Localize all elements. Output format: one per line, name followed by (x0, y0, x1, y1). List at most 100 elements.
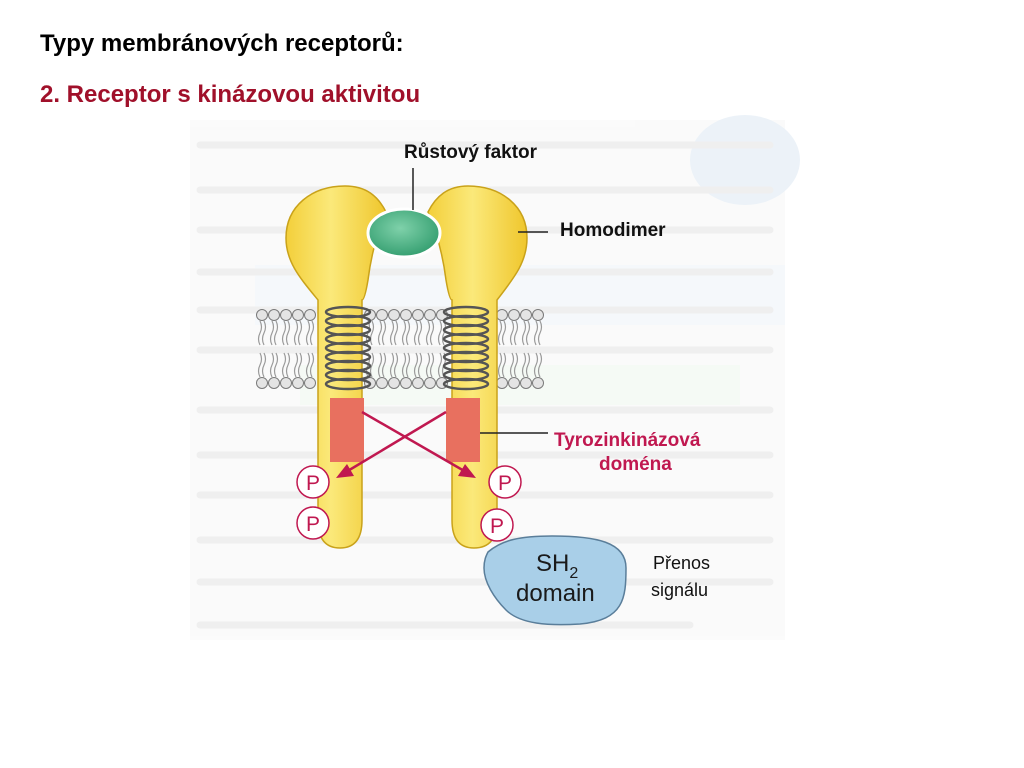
lipid-head (532, 309, 544, 321)
lipid-head (256, 377, 268, 389)
lipid-tail (429, 352, 435, 378)
lipid-tail (381, 320, 387, 346)
lipid-tail (413, 352, 419, 378)
lipid-tail (297, 352, 303, 378)
lipid-head (508, 309, 520, 321)
growth-factor-ligand (366, 207, 442, 259)
lipid-tail (401, 320, 407, 346)
slide-subtitle: 2. Receptor s kinázovou aktivitou (40, 81, 421, 108)
lipid-head (388, 377, 400, 389)
transmembrane-helix-right (442, 305, 490, 391)
lipid-tail (261, 352, 267, 378)
lipid-head (292, 377, 304, 389)
lipid-tail (525, 352, 531, 378)
lipid-tail (437, 320, 443, 346)
phosphate-right-1: P (488, 465, 522, 499)
lipid-tail (501, 352, 507, 378)
lipid-tail (305, 352, 311, 378)
lipid-tail (257, 352, 263, 378)
lipid-tail (273, 320, 279, 346)
lipid-head (280, 377, 292, 389)
helix-turn (324, 377, 372, 391)
sh2-domain-label: domain (516, 580, 595, 607)
lipid-tail (537, 352, 543, 378)
lipid-tail (425, 352, 431, 378)
membrane-top-beads (256, 309, 544, 321)
membrane-bottom-beads (256, 377, 544, 389)
lipid-tail (401, 352, 407, 378)
lipid-tail (425, 320, 431, 346)
sh2-domain: SH2 domain (483, 535, 627, 626)
lipid-tail (293, 352, 299, 378)
lipid-head (508, 377, 520, 389)
lipid-tail (261, 320, 267, 346)
lipid-tail (305, 320, 311, 346)
membrane-lipid-tails (257, 320, 543, 378)
lipid-tail (405, 320, 411, 346)
lipid-tail (525, 320, 531, 346)
lipid-tail (437, 352, 443, 378)
callout-lines (412, 168, 548, 434)
lipid-tail (297, 320, 303, 346)
slide-title: Typy membránových receptorů: (40, 30, 404, 57)
lipid-tail (309, 320, 315, 346)
kinase-domain-left (330, 398, 364, 462)
lipid-tail (537, 320, 543, 346)
lipid-head (304, 309, 316, 321)
lipid-tail (405, 352, 411, 378)
lipid-tail (497, 352, 503, 378)
lipid-head (304, 377, 316, 389)
lipid-tail (377, 352, 383, 378)
lipid-head (376, 377, 388, 389)
lipid-tail (269, 320, 275, 346)
lipid-tail (285, 352, 291, 378)
signal-transfer-label-line2: signálu (651, 580, 708, 600)
lipid-head (496, 377, 508, 389)
growth-factor-label: Růstový faktor (404, 142, 538, 163)
lipid-tail (521, 320, 527, 346)
lipid-tail (293, 320, 299, 346)
phosphate-left-1-label: P (306, 472, 320, 495)
lipid-tail (509, 320, 515, 346)
lipid-tail (513, 320, 519, 346)
cell-membrane (256, 309, 544, 389)
lipid-tail (389, 352, 395, 378)
lipid-head (520, 377, 532, 389)
lipid-tail (533, 320, 539, 346)
lipid-tail (281, 320, 287, 346)
transmembrane-helix-left (324, 305, 372, 391)
phosphate-right-2-label: P (490, 515, 504, 538)
lipid-tail (269, 352, 275, 378)
lipid-head (400, 309, 412, 321)
lipid-tail (369, 352, 375, 378)
lipid-tail (369, 320, 375, 346)
phosphate-left-2: P (296, 506, 330, 540)
lipid-tail (413, 320, 419, 346)
lipid-tail (513, 352, 519, 378)
lipid-tail (417, 320, 423, 346)
lipid-head (400, 377, 412, 389)
lipid-head (256, 309, 268, 321)
lipid-tail (441, 320, 447, 346)
cross-phosphorylation-arrows (336, 410, 476, 478)
lipid-head (280, 309, 292, 321)
lipid-tail (377, 320, 383, 346)
lipid-tail (417, 352, 423, 378)
lipid-tail (429, 320, 435, 346)
lipid-tail (509, 352, 515, 378)
lipid-head (424, 377, 436, 389)
sh2-label: SH2 (536, 550, 578, 582)
lipid-head (520, 309, 532, 321)
signal-transfer-label-line1: Přenos (653, 553, 710, 573)
lipid-tail (309, 352, 315, 378)
kinase-domain-label-line2: doména (599, 454, 672, 475)
lipid-tail (281, 352, 287, 378)
homodimer-label: Homodimer (560, 220, 666, 241)
phosphate-right-1-label: P (498, 472, 512, 495)
lipid-head (532, 377, 544, 389)
phosphate-right-2: P (480, 508, 514, 542)
lipid-head (376, 309, 388, 321)
lipid-head (268, 377, 280, 389)
lipid-tail (497, 320, 503, 346)
